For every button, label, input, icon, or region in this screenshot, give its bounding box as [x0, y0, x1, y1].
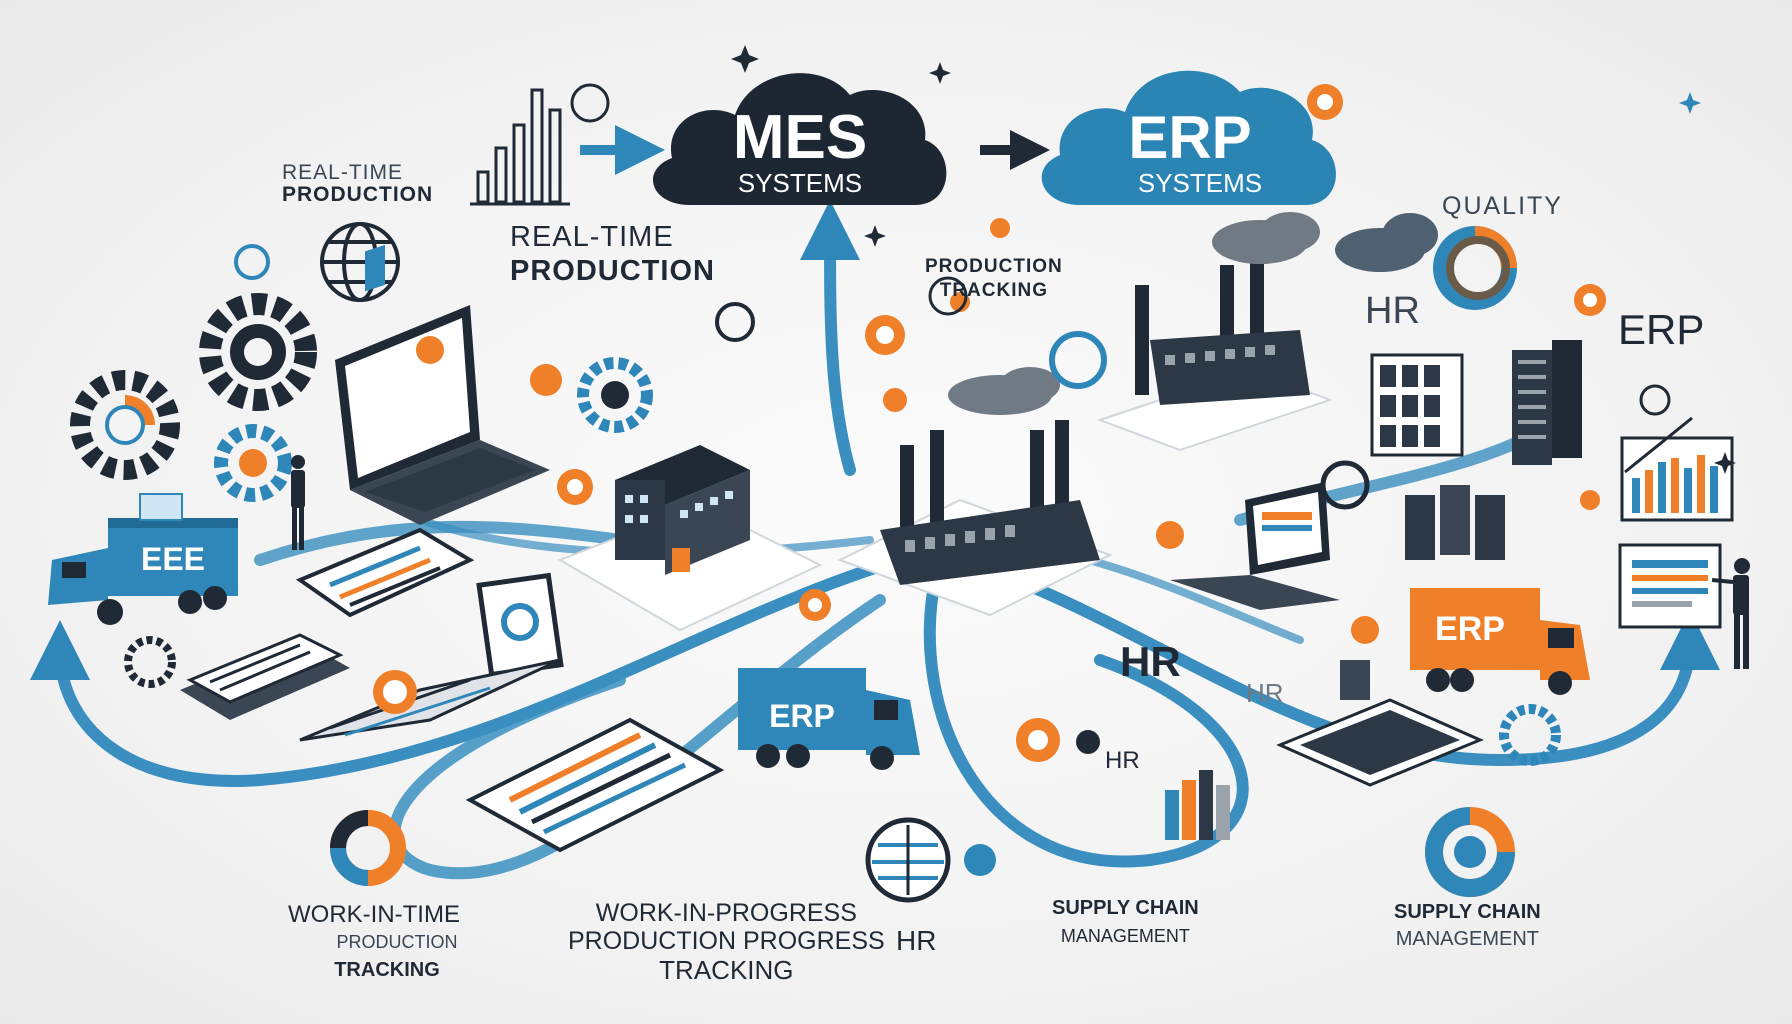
label-hr-top: HR — [1365, 290, 1420, 332]
flow-arrow-left-inner — [388, 594, 886, 880]
label-hr-mid: HR — [1120, 638, 1181, 685]
label-work-in-time: WORK-IN-TIME PRODUCTION TRACKING — [288, 902, 460, 981]
globe-icon — [320, 222, 400, 302]
label-work-in-time-line3: TRACKING — [334, 959, 440, 982]
gear-icon-large — [199, 293, 317, 411]
label-realtime-small: REAL-TIME PRODUCTION — [282, 161, 434, 207]
truck-left-label: EEE — [141, 541, 205, 577]
truck-center: ERP — [738, 668, 920, 770]
label-realtime-big-line2: PRODUCTION — [510, 255, 715, 288]
erp-cloud-title: ERP — [1128, 104, 1251, 171]
label-supply-chain-mid-line1: SUPPLY CHAIN — [1052, 897, 1199, 919]
label-hr-mid-light: HR — [1246, 678, 1284, 708]
smoke-cloud-top — [1212, 212, 1320, 264]
whiteboard-right — [1618, 543, 1722, 629]
label-realtime-big-line1: REAL-TIME — [510, 221, 674, 253]
factory-top-right — [1097, 260, 1333, 452]
label-production-tracking: PRODUCTION TRACKING — [925, 257, 1063, 301]
label-hr-small: HR — [1105, 747, 1140, 774]
label-supply-chain-mid: SUPPLY CHAIN MANAGEMENT — [1052, 898, 1199, 946]
gear-icon-blue — [214, 424, 292, 502]
person-figure-right — [1711, 558, 1750, 669]
flow-arrow-center-up — [800, 200, 861, 476]
truck-right: ERP — [1410, 588, 1590, 695]
bar-chart-icon — [470, 88, 570, 206]
truck-right-label: ERP — [1435, 610, 1505, 648]
label-production-tracking-line2: TRACKING — [939, 279, 1048, 301]
bar-chart-board-right — [1620, 416, 1734, 522]
label-supply-chain-right-line1: SUPPLY CHAIN — [1394, 901, 1541, 923]
smoke-cloud-mid — [948, 367, 1060, 415]
mes-cloud: MES SYSTEMS — [652, 73, 947, 205]
donut-chart-left — [330, 810, 406, 886]
donut-chart-right — [1425, 807, 1515, 897]
label-hr-bottom: HR — [896, 925, 937, 956]
label-quality: QUALITY — [1442, 192, 1563, 220]
label-work-in-progress-line2: PRODUCTION PROGRESS — [568, 927, 885, 956]
server-rack-left — [180, 633, 350, 720]
gear-icon-orange — [70, 370, 180, 480]
person-figure-left — [291, 455, 305, 550]
sparkle-decorations — [731, 45, 1736, 474]
truck-left: EEE — [48, 493, 238, 625]
quality-ring-icon — [1433, 226, 1517, 310]
flow-arrow-center-down — [923, 554, 1249, 868]
erp-cloud-subtitle: SYSTEMS — [1138, 168, 1262, 198]
server-cabinet-right — [1370, 353, 1464, 457]
cloud-gray-right — [1335, 213, 1438, 272]
label-work-in-progress: WORK-IN-PROGRESS PRODUCTION PROGRESS TRA… — [568, 900, 885, 984]
label-supply-chain-mid-line2: MANAGEMENT — [1060, 926, 1190, 946]
tablet-screen-left — [476, 572, 564, 678]
document-stack-left — [295, 527, 475, 618]
laptop-right — [1170, 482, 1340, 610]
factory-center — [837, 420, 1113, 617]
label-work-in-progress-line1: WORK-IN-PROGRESS — [595, 899, 857, 927]
truck-center-label: ERP — [769, 698, 835, 734]
target-icon-left — [373, 670, 417, 714]
label-production-tracking-line1: PRODUCTION — [925, 256, 1063, 277]
mes-cloud-title: MES — [733, 103, 867, 172]
server-cluster-mid-right — [1405, 485, 1505, 560]
mes-cloud-subtitle: SYSTEMS — [738, 168, 862, 198]
label-work-in-progress-line3: TRACKING — [659, 954, 794, 985]
label-realtime-small-line2: PRODUCTION — [282, 183, 434, 207]
warehouse-building — [557, 445, 823, 632]
flow-arrow-left-loop — [30, 554, 906, 787]
label-erp-right: ERP — [1618, 306, 1705, 353]
laptop-left — [335, 244, 550, 525]
label-supply-chain-right: SUPPLY CHAIN MANAGEMENT — [1394, 902, 1541, 950]
building-bars-bottom — [1165, 770, 1230, 840]
server-tower-right — [1512, 340, 1582, 465]
badge-icons — [124, 83, 1671, 876]
label-realtime-small-line1: REAL-TIME — [282, 161, 404, 184]
label-realtime-big: REAL-TIME PRODUCTION — [510, 222, 715, 287]
label-supply-chain-right-line2: MANAGEMENT — [1395, 928, 1540, 950]
radar-circle-icon — [865, 817, 951, 903]
label-work-in-time-line2: PRODUCTION — [336, 932, 458, 953]
label-work-in-time-line1: WORK-IN-TIME — [288, 901, 460, 928]
erp-cloud: ERP SYSTEMS — [1041, 70, 1336, 205]
document-report-center — [465, 717, 725, 853]
solar-panel-grid — [1276, 660, 1484, 787]
